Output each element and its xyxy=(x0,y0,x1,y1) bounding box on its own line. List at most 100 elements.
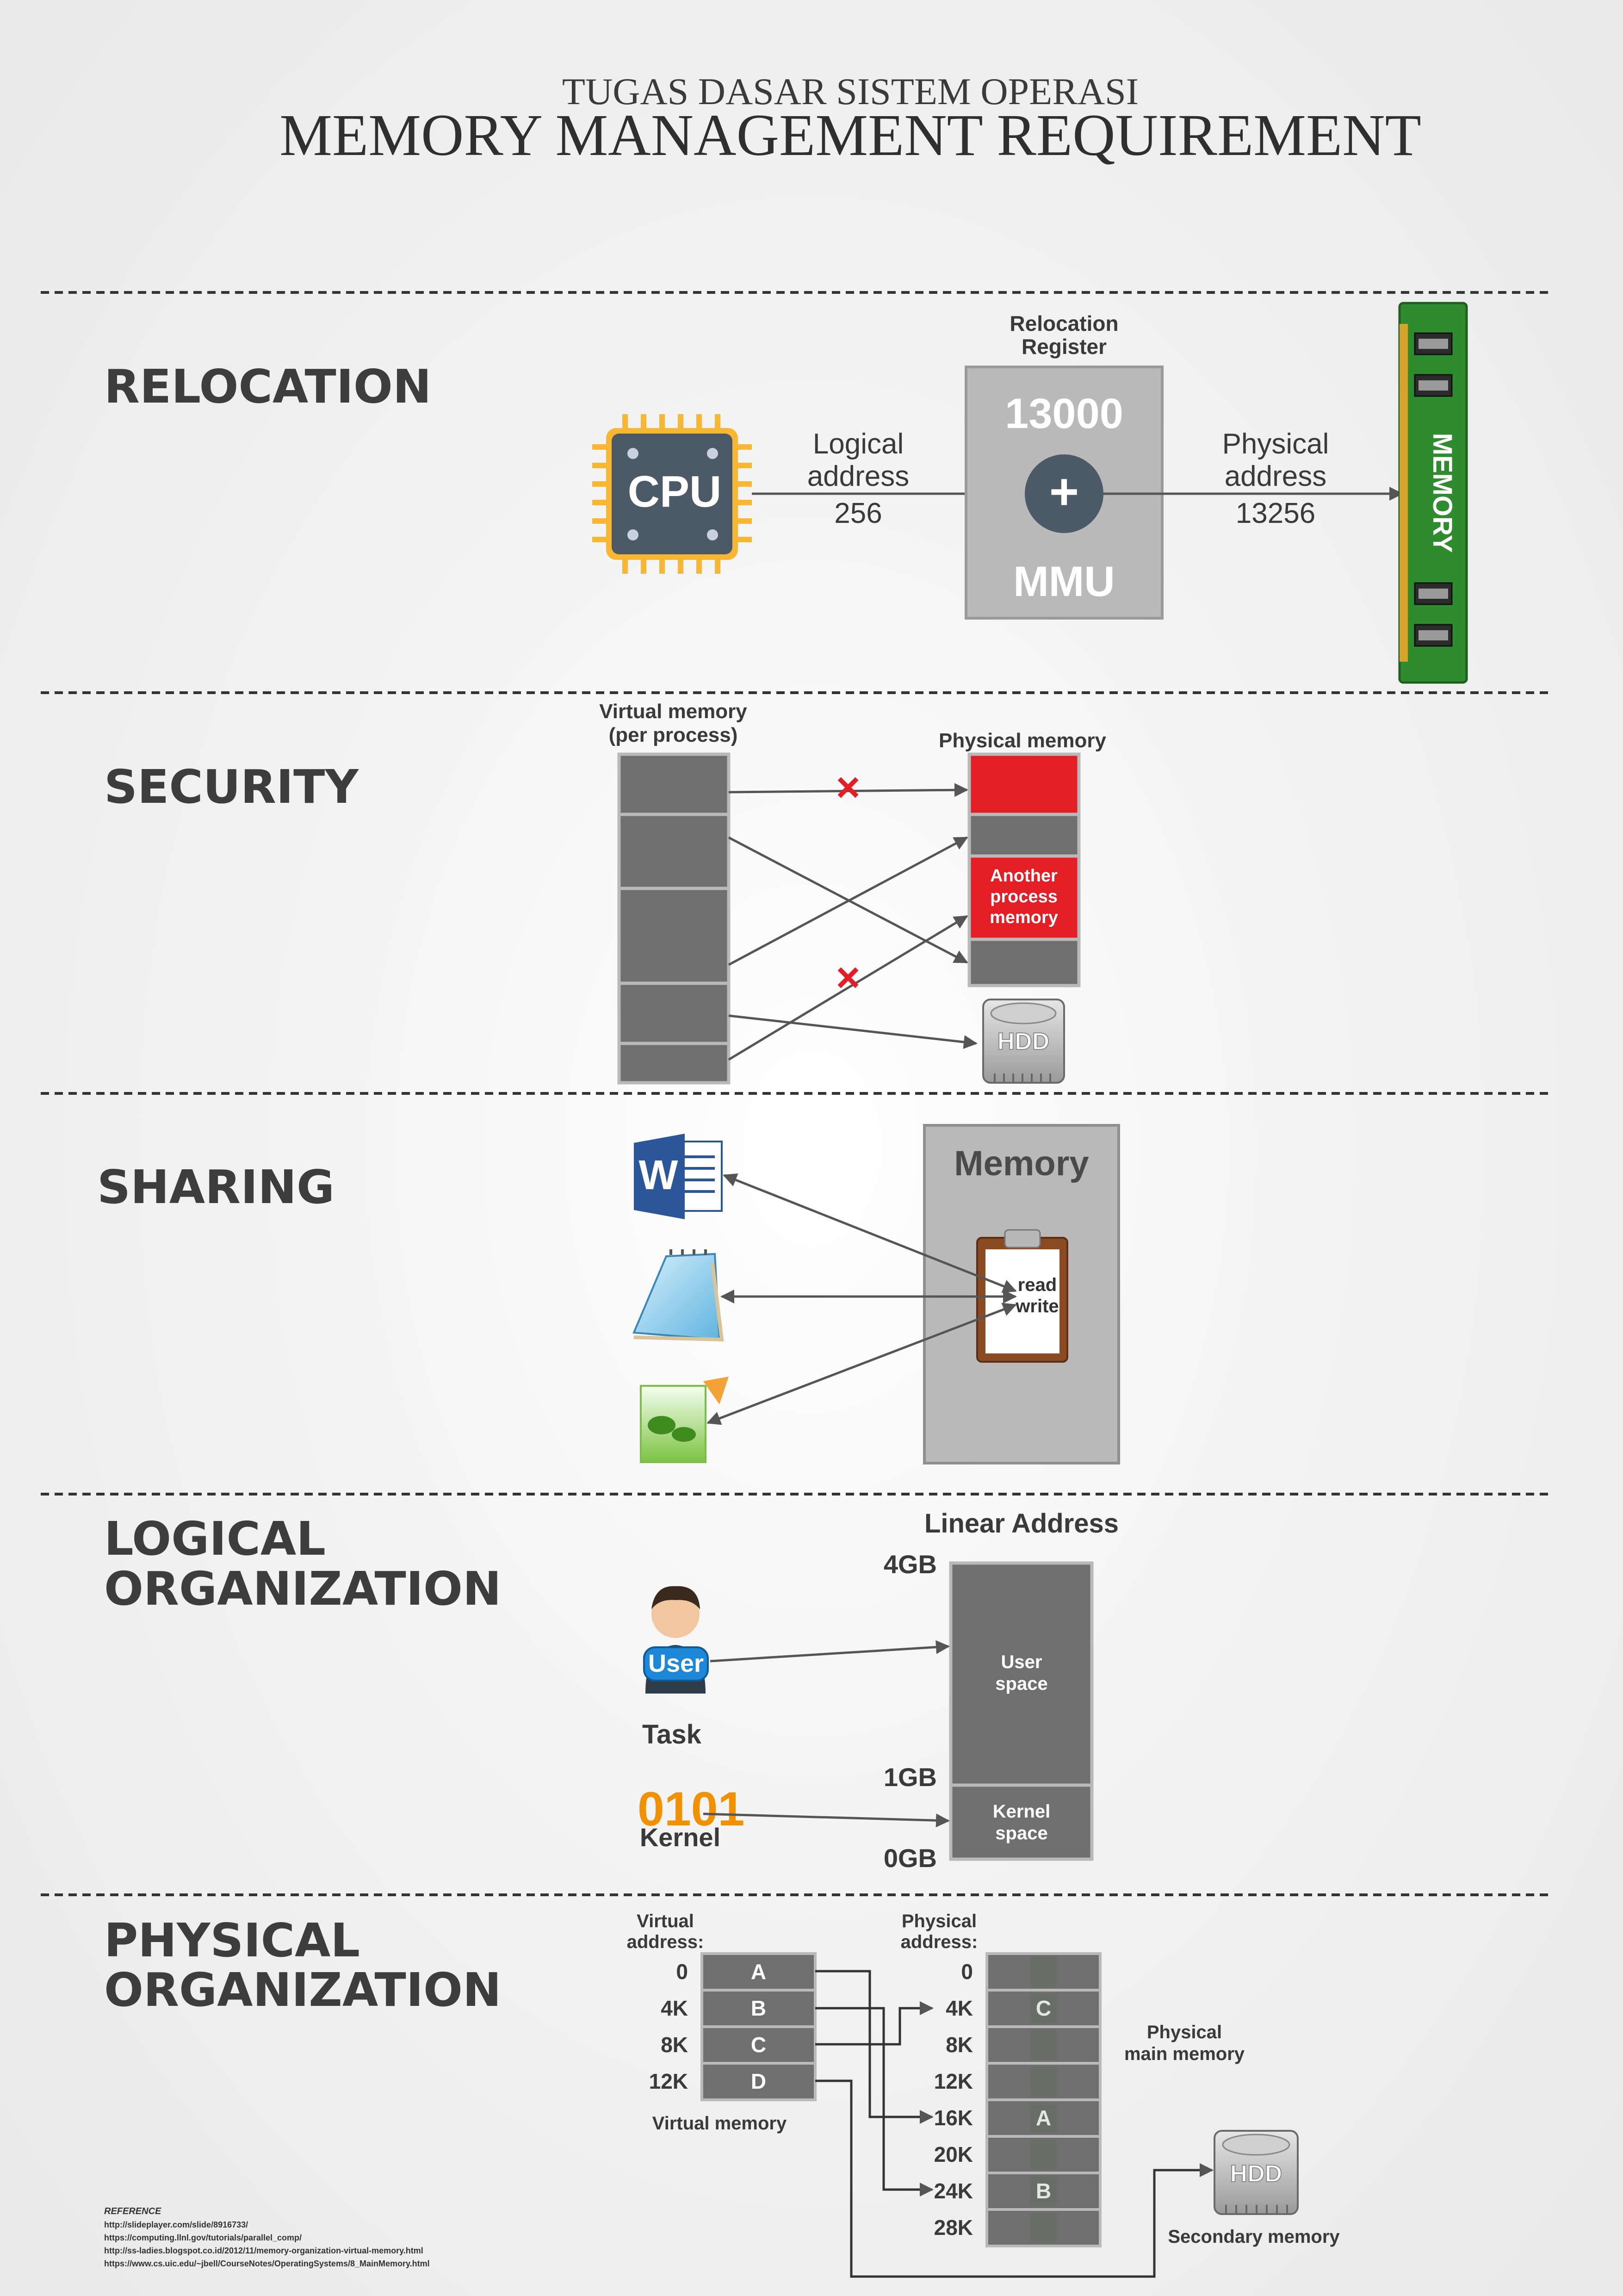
sharing-section: SHARING Memory read write W xyxy=(97,1124,1120,1464)
frame-chip-shade xyxy=(1031,2177,1056,2206)
user-badge-label: User xyxy=(648,1650,704,1677)
user-space-label-1: User xyxy=(1001,1652,1042,1672)
page-mapping-lines xyxy=(815,1970,1214,2278)
physical-address-label-2: address xyxy=(1225,460,1327,492)
shared-memory-label: Memory xyxy=(954,1144,1089,1183)
kernel-space-label-2: space xyxy=(995,1823,1047,1843)
virtual-address-label: 0 xyxy=(676,1960,688,1984)
frame-chip-shade xyxy=(1031,2067,1056,2096)
logical-heading-2: ORGANIZATION xyxy=(104,1562,502,1616)
reference-link: https://www.cs.uic.edu/~jbell/CourseNote… xyxy=(104,2259,430,2268)
user-avatar-icon: User xyxy=(643,1586,709,1694)
kernel-space-label-1: Kernel xyxy=(993,1801,1051,1822)
hdd-secondary-label: HDD xyxy=(1230,2160,1282,2187)
virtual-memory-stack xyxy=(617,752,731,1085)
another-process-label-2: process xyxy=(990,887,1058,906)
frame-chip-shade xyxy=(1031,1957,1056,1986)
physical-frame-cell xyxy=(985,2062,1102,2101)
hdd-label: HDD xyxy=(997,1028,1050,1055)
frame-chip-shade xyxy=(1031,1994,1056,2023)
cpu-chip-icon: CPU xyxy=(592,414,752,574)
adder-plus-icon: + xyxy=(1049,463,1079,520)
physical-address-label: 8K xyxy=(946,2033,973,2057)
clipboard-read-label: read xyxy=(1018,1275,1057,1295)
hdd-icon: HDD xyxy=(982,999,1065,1084)
physical-frame-cell xyxy=(985,2208,1102,2247)
physical-address-label: 16K xyxy=(934,2106,973,2130)
blocked-access-icon: × xyxy=(836,764,861,811)
user-to-userspace-arrow xyxy=(710,1640,950,1663)
virtual-address-label: 8K xyxy=(661,2033,688,2057)
frame-chip-shade xyxy=(1031,2030,1056,2060)
reference-block: REFERENCE http://slideplayer.com/slide/8… xyxy=(104,2206,430,2268)
reference-title: REFERENCE xyxy=(104,2206,161,2216)
physical-memory-label: Physical memory xyxy=(939,729,1106,752)
virtual-address-header-2: address: xyxy=(627,1932,704,1952)
user-space-label-2: space xyxy=(995,1674,1047,1694)
memory-stick-icon: MEMORY xyxy=(1398,302,1468,684)
linear-address-space xyxy=(949,1561,1094,1861)
virtual-memory-label-2: (per process) xyxy=(609,724,738,746)
virtual-page-label: C xyxy=(751,2033,766,2057)
clipboard-write-label: write xyxy=(1015,1296,1059,1316)
kernel-label: Kernel xyxy=(640,1823,720,1852)
virtual-address-label: 4K xyxy=(661,1996,688,2020)
notepad-icon xyxy=(632,1249,724,1342)
kernel-to-kernelspace-arrow xyxy=(703,1812,950,1828)
secondary-memory-caption: Secondary memory xyxy=(1168,2227,1340,2247)
virtual-address-header-1: Virtual xyxy=(637,1911,694,1931)
another-process-label-3: memory xyxy=(990,908,1058,927)
main-memory-caption-1: Physical xyxy=(1147,2022,1222,2042)
frame-chip-shade xyxy=(1031,2104,1056,2133)
word-icon: W xyxy=(634,1134,723,1219)
security-mapping-arrows xyxy=(728,783,978,1061)
addr-0gb-label: 0GB xyxy=(884,1843,937,1873)
logical-address-label-2: address xyxy=(807,460,910,492)
physical-address-header-1: Physical xyxy=(902,1911,977,1931)
section-dividers xyxy=(41,291,1551,1896)
security-heading: SECURITY xyxy=(104,760,359,814)
addr-1gb-label: 1GB xyxy=(884,1762,937,1792)
sharing-heading: SHARING xyxy=(97,1160,335,1214)
logical-address-label-1: Logical xyxy=(813,428,904,460)
relocation-section: RELOCATION CPU Logical address 256 Reloc… xyxy=(104,302,1468,684)
addr-4gb-label: 4GB xyxy=(884,1550,937,1579)
memory-stick-label: MEMORY xyxy=(1427,433,1457,553)
physical-address-label: 0 xyxy=(961,1960,973,1984)
frame-chip-shade xyxy=(1031,2140,1056,2169)
physical-address-value: 13256 xyxy=(1236,497,1315,529)
header-subtitle: TUGAS DASAR SISTEM OPERASI xyxy=(562,70,1139,112)
physical-heading-1: PHYSICAL xyxy=(104,1913,360,1967)
logical-address-value: 256 xyxy=(834,497,882,529)
frame-chip-shade xyxy=(1031,2213,1056,2242)
physical-address-header-2: address: xyxy=(901,1932,978,1952)
physical-frame-table: 0C 4K 8K 12K A 16K 20K B 24K 28K xyxy=(934,1952,1102,2247)
relocation-register-label-1: Relocation xyxy=(1010,311,1118,335)
mmu-box: 13000 + MMU xyxy=(965,366,1164,620)
linear-address-label: Linear Address xyxy=(924,1508,1119,1539)
physical-frame-label: B xyxy=(1036,2179,1051,2203)
physical-section: PHYSICAL ORGANIZATION Virtual address: P… xyxy=(104,1911,1340,2278)
physical-address-label: 12K xyxy=(934,2069,973,2093)
physical-frame-label: A xyxy=(1036,2106,1051,2130)
logical-section: LOGICAL ORGANIZATION Linear Address 4GB … xyxy=(104,1508,1119,1873)
mmu-label: MMU xyxy=(1013,558,1115,605)
virtual-page-label: A xyxy=(751,1960,766,1984)
hdd-secondary-icon: HDD xyxy=(1214,2130,1299,2215)
reference-link: http://slideplayer.com/slide/8916733/ xyxy=(104,2220,248,2229)
physical-address-label: 28K xyxy=(934,2215,973,2240)
physical-frame-cell xyxy=(985,1952,1102,1992)
physical-frame-label: C xyxy=(1036,1996,1051,2020)
word-letter: W xyxy=(639,1152,678,1198)
reference-link: https://computing.llnl.gov/tutorials/par… xyxy=(104,2233,302,2242)
physical-address-label: 20K xyxy=(934,2142,973,2166)
binary-code-icon: 0101 xyxy=(638,1782,744,1836)
relocation-register-value: 13000 xyxy=(1005,390,1123,437)
task-label: Task xyxy=(642,1719,702,1750)
physical-address-label: 24K xyxy=(934,2179,973,2203)
cpu-label: CPU xyxy=(628,467,722,516)
physical-heading-2: ORGANIZATION xyxy=(104,1963,502,2017)
relocation-register-label-2: Register xyxy=(1022,335,1107,359)
virtual-memory-caption: Virtual memory xyxy=(652,2113,787,2134)
physical-address-label: 4K xyxy=(946,1996,973,2020)
